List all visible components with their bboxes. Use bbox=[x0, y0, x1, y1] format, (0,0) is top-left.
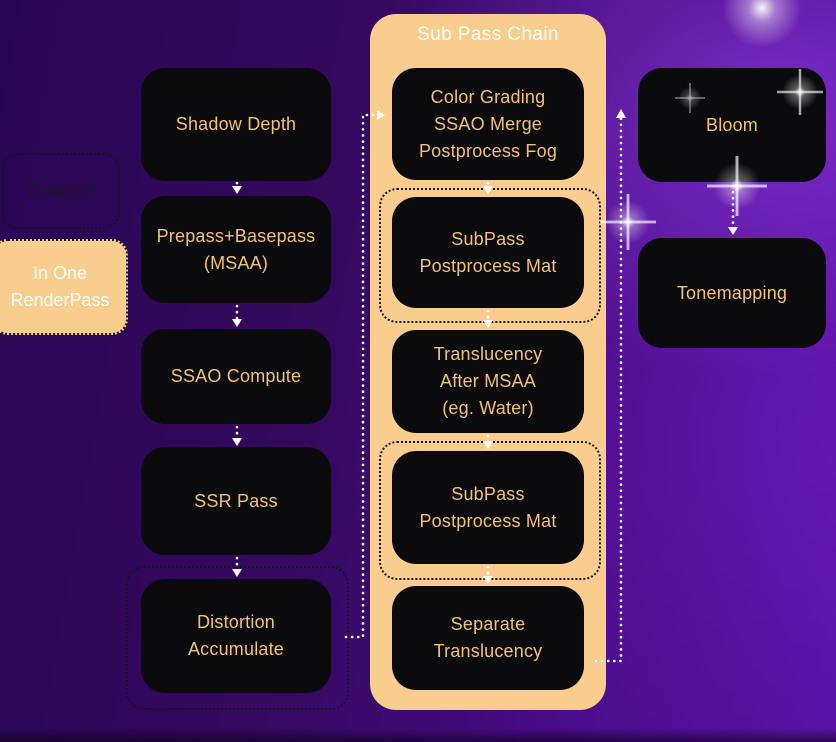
node-bloom: Bloom bbox=[638, 68, 826, 182]
node-color-grading-ssao-merge-fog: Color Grading SSAO Merge Postprocess Fog bbox=[392, 68, 584, 180]
node-ssr-pass: SSR Pass bbox=[141, 447, 331, 555]
node-subpass-postprocess-mat-2: SubPass Postprocess Mat bbox=[392, 451, 584, 564]
node-subpass-postprocess-mat-1: SubPass Postprocess Mat bbox=[392, 197, 584, 308]
legend-in-one-renderpass: In One RenderPass bbox=[0, 239, 128, 335]
node-separate-translucency: Separate Translucency bbox=[392, 586, 584, 690]
subpass-chain-title: Sub Pass Chain bbox=[417, 24, 559, 45]
legend-optional: Optional bbox=[2, 153, 120, 229]
node-shadow-depth: Shadow Depth bbox=[141, 68, 331, 181]
sparkle-effect bbox=[717, 0, 807, 53]
node-distortion-accumulate: Distortion Accumulate bbox=[141, 579, 331, 693]
node-prepass-basepass: Prepass+Basepass (MSAA) bbox=[141, 196, 331, 303]
node-tonemapping: Tonemapping bbox=[638, 238, 826, 348]
node-ssao-compute: SSAO Compute bbox=[141, 329, 331, 424]
legend-optional-label: Optional bbox=[27, 180, 95, 201]
node-translucency-after-msaa: Translucency After MSAA (eg. Water) bbox=[392, 330, 584, 433]
